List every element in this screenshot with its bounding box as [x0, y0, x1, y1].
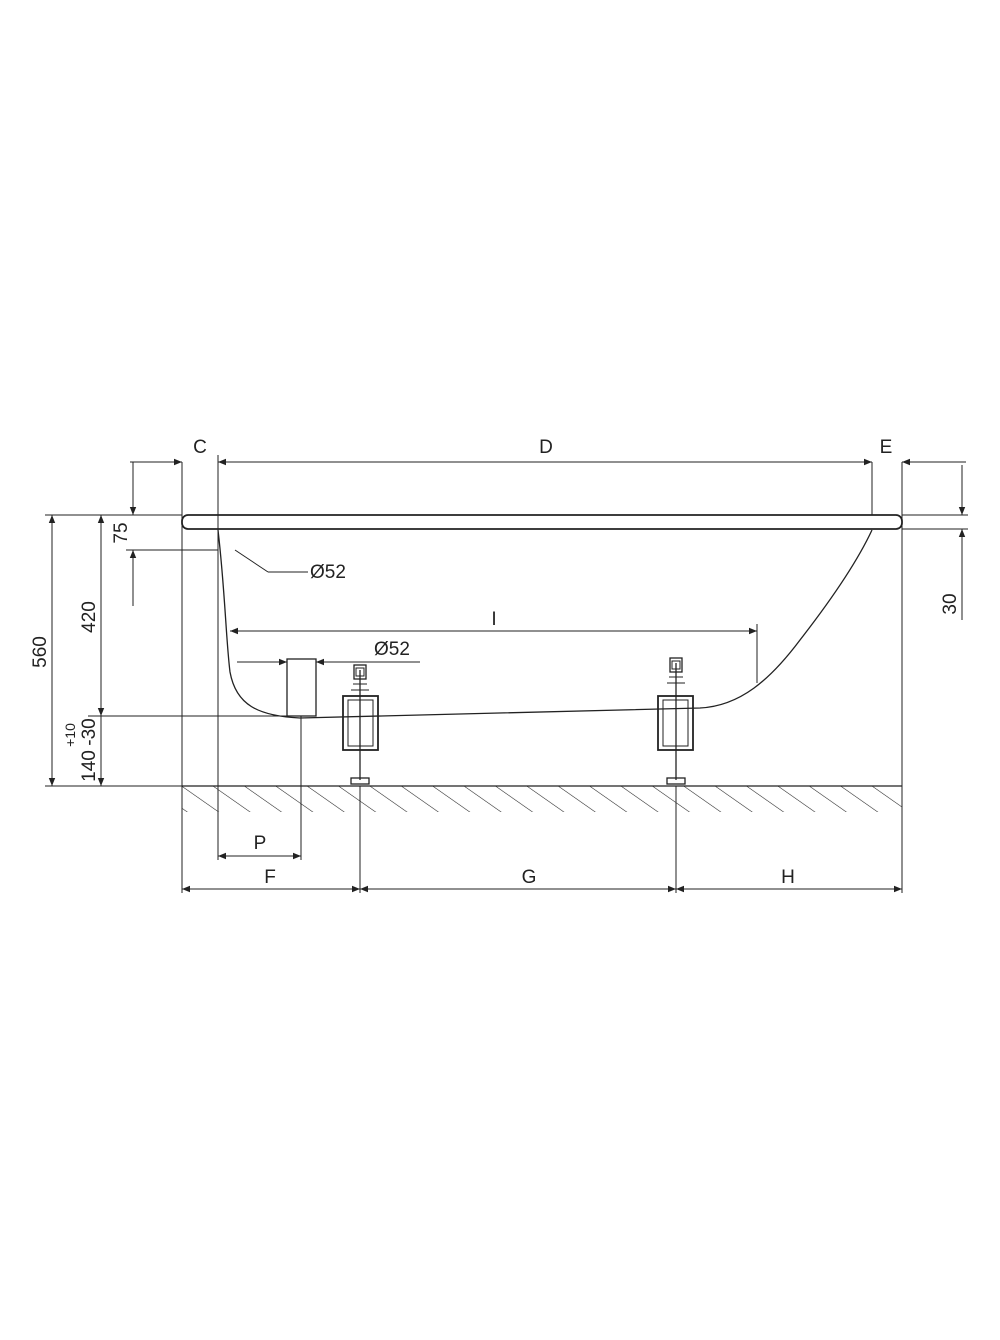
label-560: 560 [30, 636, 51, 668]
dimension-left [45, 462, 287, 787]
tub-rim [181, 514, 903, 530]
label-p: P [254, 833, 267, 854]
label-i: I [491, 609, 496, 630]
label-420: 420 [79, 601, 100, 633]
label-tol-plus: +10 [62, 723, 78, 747]
label-75: 75 [111, 522, 132, 543]
dimension-i [230, 624, 758, 683]
drain-pipe [286, 658, 317, 860]
label-g: G [522, 867, 537, 888]
label-h: H [781, 867, 795, 888]
label-e: E [880, 437, 893, 458]
label-f: F [264, 867, 276, 888]
support-foot-left [342, 664, 379, 893]
label-140: 140 [79, 750, 100, 782]
label-diam-rim: Ø52 [310, 562, 346, 583]
dimension-30 [902, 465, 968, 620]
support-foot-right [657, 657, 694, 893]
leader-diam-rim [234, 549, 308, 573]
label-diam-drain: Ø52 [374, 639, 410, 660]
label-tol-minus: -30 [79, 718, 100, 745]
label-d: D [539, 437, 553, 458]
floor-hatch [182, 785, 902, 812]
label-c: C [193, 437, 207, 458]
label-30: 30 [940, 593, 961, 614]
outer-frame [181, 455, 903, 893]
tub-body-outline [217, 529, 873, 719]
